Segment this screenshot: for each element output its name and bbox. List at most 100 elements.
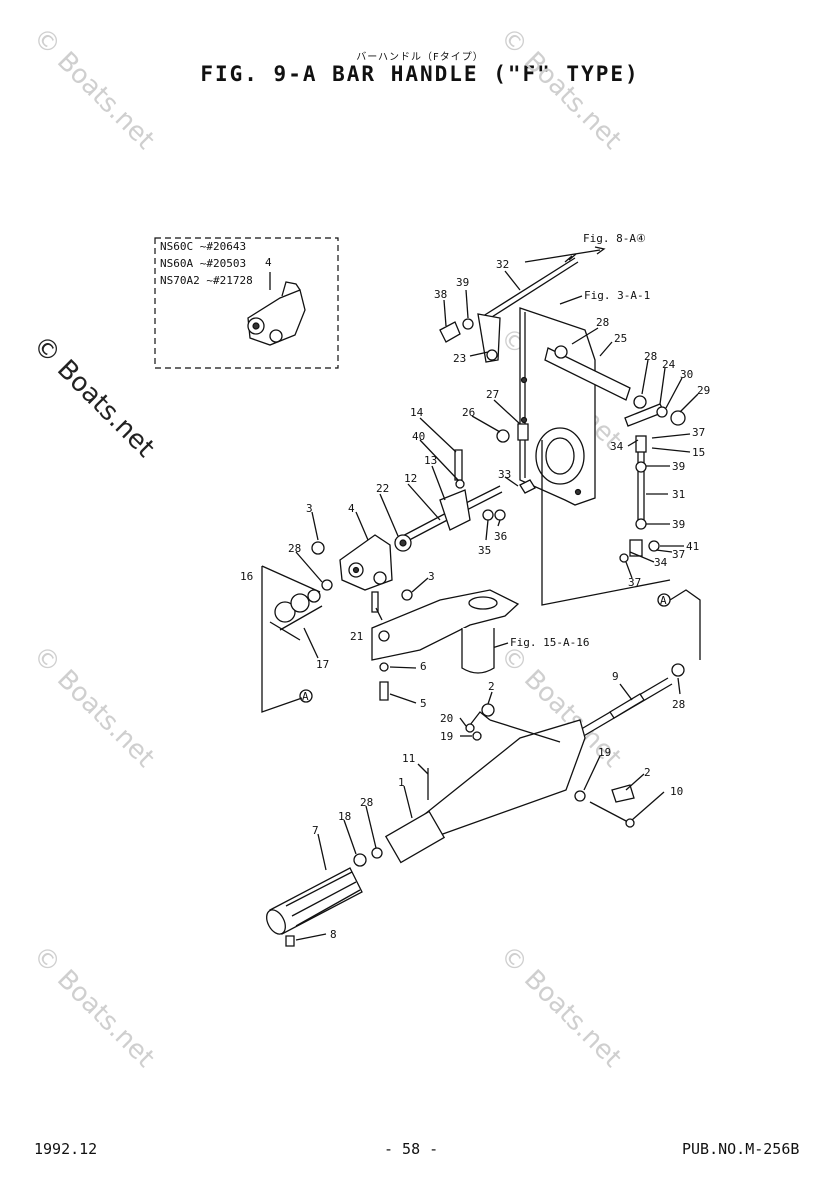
rod-9 (565, 663, 685, 745)
part-28c (321, 579, 333, 591)
bolt-5 (379, 681, 389, 701)
callout-39: 39 (672, 460, 685, 473)
screw-8 (285, 935, 295, 947)
steering-arm (371, 589, 520, 674)
marker-a-2-label: A (660, 594, 667, 607)
clip-37 (619, 553, 629, 563)
callout-39: 39 (456, 276, 469, 289)
footer-page-number: - 58 - (384, 1140, 439, 1158)
bolt-14 (454, 449, 463, 481)
washer-41 (648, 540, 660, 552)
bolt-38 (439, 321, 461, 343)
leader-a-2 (669, 589, 701, 660)
throttle-rod-32 (479, 253, 579, 323)
part-28a (554, 345, 568, 359)
bracket-4 (339, 534, 393, 591)
inset-line-2: NS60A ~#20503 (160, 257, 246, 270)
callout-20: 20 (440, 712, 453, 725)
callout-11: 11 (402, 752, 415, 765)
callout-38: 38 (434, 288, 447, 301)
callout-37: 37 (672, 548, 685, 561)
bolt-10 (589, 801, 629, 823)
callout-31: 31 (672, 488, 685, 501)
callout-2: 2 (488, 680, 495, 693)
reference-line (541, 440, 671, 606)
callout-1: 1 (398, 776, 405, 789)
washer-6 (379, 662, 389, 672)
nut-3b (401, 589, 413, 601)
callout-30: 30 (680, 368, 693, 381)
callout-23: 23 (453, 352, 466, 365)
callout-13: 13 (424, 454, 437, 467)
arrow-fig15 (491, 642, 509, 649)
arrowhead (594, 246, 606, 255)
callout-28: 28 (360, 796, 373, 809)
callout-39: 39 (672, 518, 685, 531)
callout-34: 34 (654, 556, 668, 569)
handle-arm-1 (384, 711, 586, 864)
callout-7: 7 (312, 824, 319, 837)
callout-leaders (295, 270, 699, 941)
part-36 (494, 509, 506, 521)
link-12 (394, 485, 503, 547)
callout-28: 28 (596, 316, 609, 329)
marker-a-1-label: A (302, 690, 309, 703)
callout-labels: 32 39 38 28 25 23 28 24 30 29 27 26 14 3… (240, 258, 710, 941)
callout-3: 3 (306, 502, 313, 515)
callout-24: 24 (662, 358, 676, 371)
ref-fig8: Fig. 8-A④ (583, 232, 646, 245)
inset-box (154, 237, 339, 369)
bolt-2a (481, 703, 495, 717)
washer-30 (656, 406, 668, 418)
lever-25 (544, 347, 631, 401)
callout-28: 28 (644, 350, 657, 363)
callout-41: 41 (686, 540, 699, 553)
inset-callout: 4 (265, 256, 272, 269)
part-28d (371, 847, 383, 859)
callout-26: 26 (462, 406, 475, 419)
marker-a-1 (299, 689, 313, 703)
callout-36: 36 (494, 530, 507, 543)
callout-15: 40 (412, 430, 425, 443)
washer-19a (472, 731, 482, 741)
callout-37: 37 (692, 426, 705, 439)
part-28b (633, 395, 647, 409)
washer-15 (455, 479, 465, 489)
callout-18: 18 (338, 810, 351, 823)
callout-34: 34 (610, 440, 624, 453)
footer-pub-number: PUB.NO.M-256B (682, 1140, 800, 1158)
callout-28: 28 (288, 542, 301, 555)
callout-25: 25 (614, 332, 627, 345)
callout-28: 28 (672, 698, 685, 711)
callout-19: 19 (440, 730, 453, 743)
callout-3: 3 (428, 570, 435, 583)
part-26 (496, 429, 510, 443)
callout-12: 12 (404, 472, 417, 485)
part-35 (482, 509, 494, 521)
arrow-fig8 (524, 249, 601, 263)
callout-19: 19 (598, 746, 611, 759)
part-33 (519, 479, 536, 494)
washer-39 (462, 318, 474, 330)
callout-5: 5 (420, 697, 427, 710)
callout-4: 4 (348, 502, 355, 515)
callout-35: 35 (478, 544, 491, 557)
ref-fig3: Fig. 3-A-1 (584, 289, 650, 302)
washer-19b (574, 790, 586, 802)
callout-16: 16 (240, 570, 253, 583)
grip-7 (266, 867, 363, 935)
inset-line-3: NS70A2 ~#21728 (160, 274, 253, 287)
part-18 (353, 853, 367, 867)
callout-9: 9 (612, 670, 619, 683)
callout-29: 29 (697, 384, 710, 397)
footer-date: 1992.12 (34, 1140, 98, 1158)
japanese-title: バーハンドル（Fタイプ） (356, 52, 484, 63)
leader-16 (261, 566, 303, 713)
steering-bracket (519, 307, 596, 506)
inset-line-1: NS60C ~#20643 (160, 240, 246, 253)
part-16 (269, 589, 323, 641)
ref-fig15: Fig. 15-A-16 (510, 636, 589, 649)
callout-32: 32 (496, 258, 509, 271)
callout-8: 8 (330, 928, 337, 941)
callout-2: 2 (644, 766, 651, 779)
